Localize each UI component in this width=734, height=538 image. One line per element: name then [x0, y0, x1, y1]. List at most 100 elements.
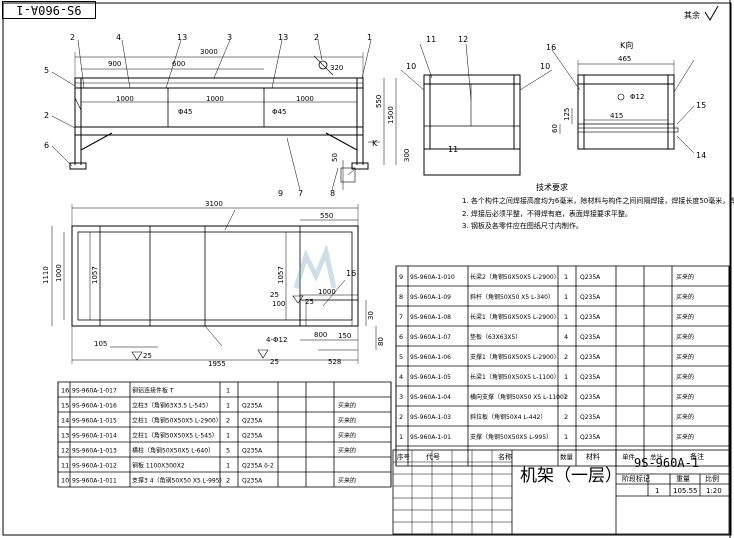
callout: 8: [330, 189, 335, 198]
part-note: 买来的: [338, 402, 356, 410]
part-name: 长梁1（角钢50X50X5 L-2900）: [470, 313, 560, 321]
callout: 4: [116, 33, 121, 42]
dim-text: 50: [331, 153, 339, 162]
part-note: 买来的: [676, 333, 694, 341]
part-no: 8: [399, 293, 403, 301]
part-note: 买来的: [676, 393, 694, 401]
watermark-logo: [292, 243, 432, 304]
part-material: Q235A: [242, 433, 263, 440]
plan-view-labels: 3100 550 1110 1000 1057 1057 105 25 1955…: [42, 200, 385, 368]
callout: 6: [44, 141, 49, 150]
part-no: 2: [399, 413, 403, 421]
part-no: 1: [399, 433, 403, 441]
part-qty: 4: [564, 333, 568, 341]
part-no: 12: [61, 447, 69, 455]
part-note: 买来的: [338, 477, 356, 485]
callout: 13: [177, 33, 187, 42]
dim-text: 30: [367, 311, 375, 320]
part-qty: 2: [226, 417, 230, 425]
callout: 16: [346, 269, 356, 278]
note-item: 2. 焊接后必须平整，不得焊有疤，表面焊接要求平整。: [462, 209, 632, 218]
callout: 2: [44, 111, 49, 120]
dim-text: 1000: [116, 95, 134, 103]
part-qty: 2: [564, 353, 568, 361]
dim-text: 600: [172, 60, 185, 68]
title-block: [392, 449, 730, 535]
part-material: Q235A δ-2: [242, 463, 274, 470]
part-code: 9S-960A-1-07: [410, 334, 451, 341]
part-name: 钢板 1100X300X2: [132, 462, 185, 470]
part-note: 买来的: [676, 413, 694, 421]
k-view: [551, 49, 695, 154]
part-qty: 1: [564, 373, 568, 381]
part-qty: 2: [564, 393, 568, 401]
technical-requirements: 技术要求 1. 各个构件之间焊接高度均为6毫米，除材料与构件之间间隔焊接，焊接长…: [462, 182, 734, 230]
side-view-labels: 10 11 12 11 10 16 15 14 K向 465 Φ12 415 1…: [406, 35, 706, 160]
header-code: 代号: [426, 452, 440, 461]
part-name: 斜拉板（角钢50X4 L-442）: [470, 413, 546, 421]
part-note: 买来的: [676, 293, 694, 301]
k-view-label: K向: [620, 40, 633, 50]
callout: 15: [696, 101, 706, 110]
part-code: 9S-960A-1-012: [72, 463, 117, 470]
dim-text: 528: [328, 358, 341, 366]
part-name: 立柱3（角钢63X3.5 L-545）: [132, 402, 212, 410]
dim-text: 1057: [91, 266, 99, 284]
title-block-text: 机架（一层） 9S-960A-1 阶段标记 重量 比例 1 105.55 1:2…: [520, 456, 722, 495]
title-value: 1:20: [706, 487, 722, 495]
plan-view: [51, 204, 377, 364]
callout: 3: [227, 33, 232, 42]
dim-text: 1500: [387, 106, 395, 124]
part-code: 9S-960A-1-016: [72, 403, 117, 410]
part-note: 买来的: [676, 273, 694, 281]
part-code: 9S-960A-1-09: [410, 294, 451, 301]
part-code: 9S-960A-1-010: [410, 274, 455, 281]
dim-text: 1000: [318, 288, 336, 296]
dim-text: 80: [377, 337, 385, 346]
part-qty: 1: [226, 402, 230, 410]
part-qty: 1: [564, 273, 568, 281]
dim-text: 25: [270, 358, 279, 366]
part-code: 9S-960A-1-06: [410, 354, 451, 361]
dim-text: 25: [143, 352, 152, 360]
dim-text: 150: [338, 332, 351, 340]
check-icon: [704, 5, 719, 21]
part-no: 9: [399, 273, 403, 281]
part-material: Q235A: [242, 403, 263, 410]
part-qty: 1: [226, 387, 230, 395]
part-code: 9S-960A-1-04: [410, 394, 451, 401]
part-material: Q235A: [580, 294, 601, 301]
front-view-labels: 3000 900 600 320 1000 1000 1000 Φ45 Φ45 …: [44, 33, 411, 198]
part-material: Q235A: [580, 414, 601, 421]
surface-finish-symbol: 其余: [684, 5, 719, 21]
dim-text: 4-Φ12: [266, 336, 287, 344]
part-material: Q235A: [242, 478, 263, 485]
part-name: 支撑3 4（角钢50X50 X5 L-995）: [132, 477, 226, 485]
part-material: Q235A: [242, 418, 263, 425]
part-no: 11: [61, 462, 69, 470]
notes-title: 技术要求: [536, 182, 568, 192]
part-qty: 1: [564, 313, 568, 321]
callout: 14: [696, 151, 706, 160]
part-code: 9S-960A-1-011: [72, 478, 117, 485]
part-no: 7: [399, 313, 403, 321]
dim-text: 550: [375, 95, 383, 108]
dim-text: 1955: [208, 360, 226, 368]
callout: 7: [298, 189, 303, 198]
dim-text: 25: [305, 298, 314, 306]
part-name: 长梁1（角钢50X50X5 L-1100）: [470, 373, 560, 381]
part-name: 支撑1（角钢50X50X5 L-2900）: [470, 353, 560, 361]
header-note: 备注: [690, 452, 704, 461]
